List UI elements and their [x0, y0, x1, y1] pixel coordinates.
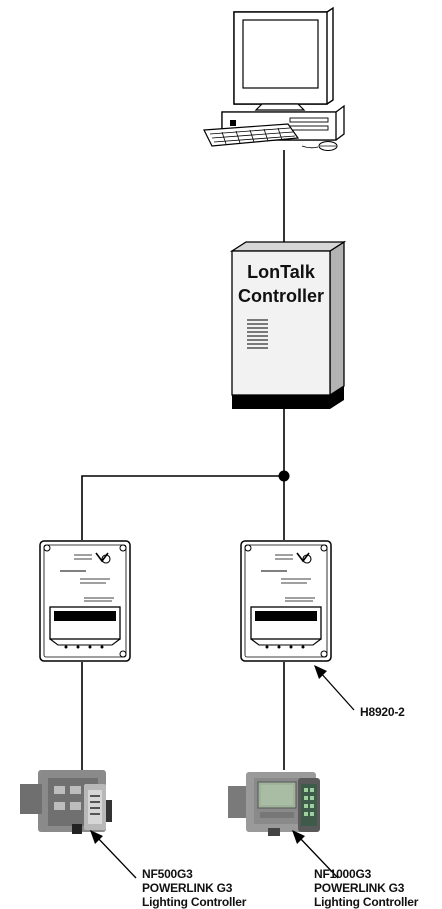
right-panel-model: NF1000G3 — [314, 867, 372, 881]
right-panel-arrowhead — [292, 830, 305, 844]
h8920-gateway-right — [240, 540, 332, 662]
gateway-callout-label: H8920-2 — [360, 705, 405, 719]
line-bus-left — [81, 475, 284, 540]
right-panel-callout-text: NF1000G3 POWERLINK G3 Lighting Controlle… — [314, 867, 419, 909]
lontalk-controller-cabinet — [229, 240, 347, 409]
left-panel-arrowhead — [90, 830, 103, 844]
nf500g3-panel-icon — [19, 769, 113, 835]
h8920-gateway-left — [39, 540, 131, 662]
gateway-callout-line — [319, 671, 355, 711]
right-panel-callout-line — [297, 835, 339, 879]
arrowheads — [90, 665, 327, 844]
left-panel-series: POWERLINK G3 — [142, 881, 233, 895]
left-panel-description: Lighting Controller — [142, 895, 247, 909]
left-panel-callout-text: NF500G3 POWERLINK G3 Lighting Controller — [142, 867, 247, 909]
controller-label-line2: Controller — [238, 286, 324, 306]
bus-junction-dot — [278, 470, 290, 482]
right-panel-series: POWERLINK G3 — [314, 881, 405, 895]
left-panel-callout-line — [95, 835, 137, 879]
desktop-computer-icon — [203, 6, 345, 152]
gateway-arrowhead — [314, 665, 327, 679]
controller-label-line1: LonTalk — [247, 262, 316, 282]
connection-lines — [81, 150, 285, 770]
left-panel-model: NF500G3 — [142, 867, 193, 881]
right-panel-description: Lighting Controller — [314, 895, 419, 909]
nf1000g3-panel-icon — [227, 771, 321, 837]
callout-arrows — [95, 671, 355, 879]
